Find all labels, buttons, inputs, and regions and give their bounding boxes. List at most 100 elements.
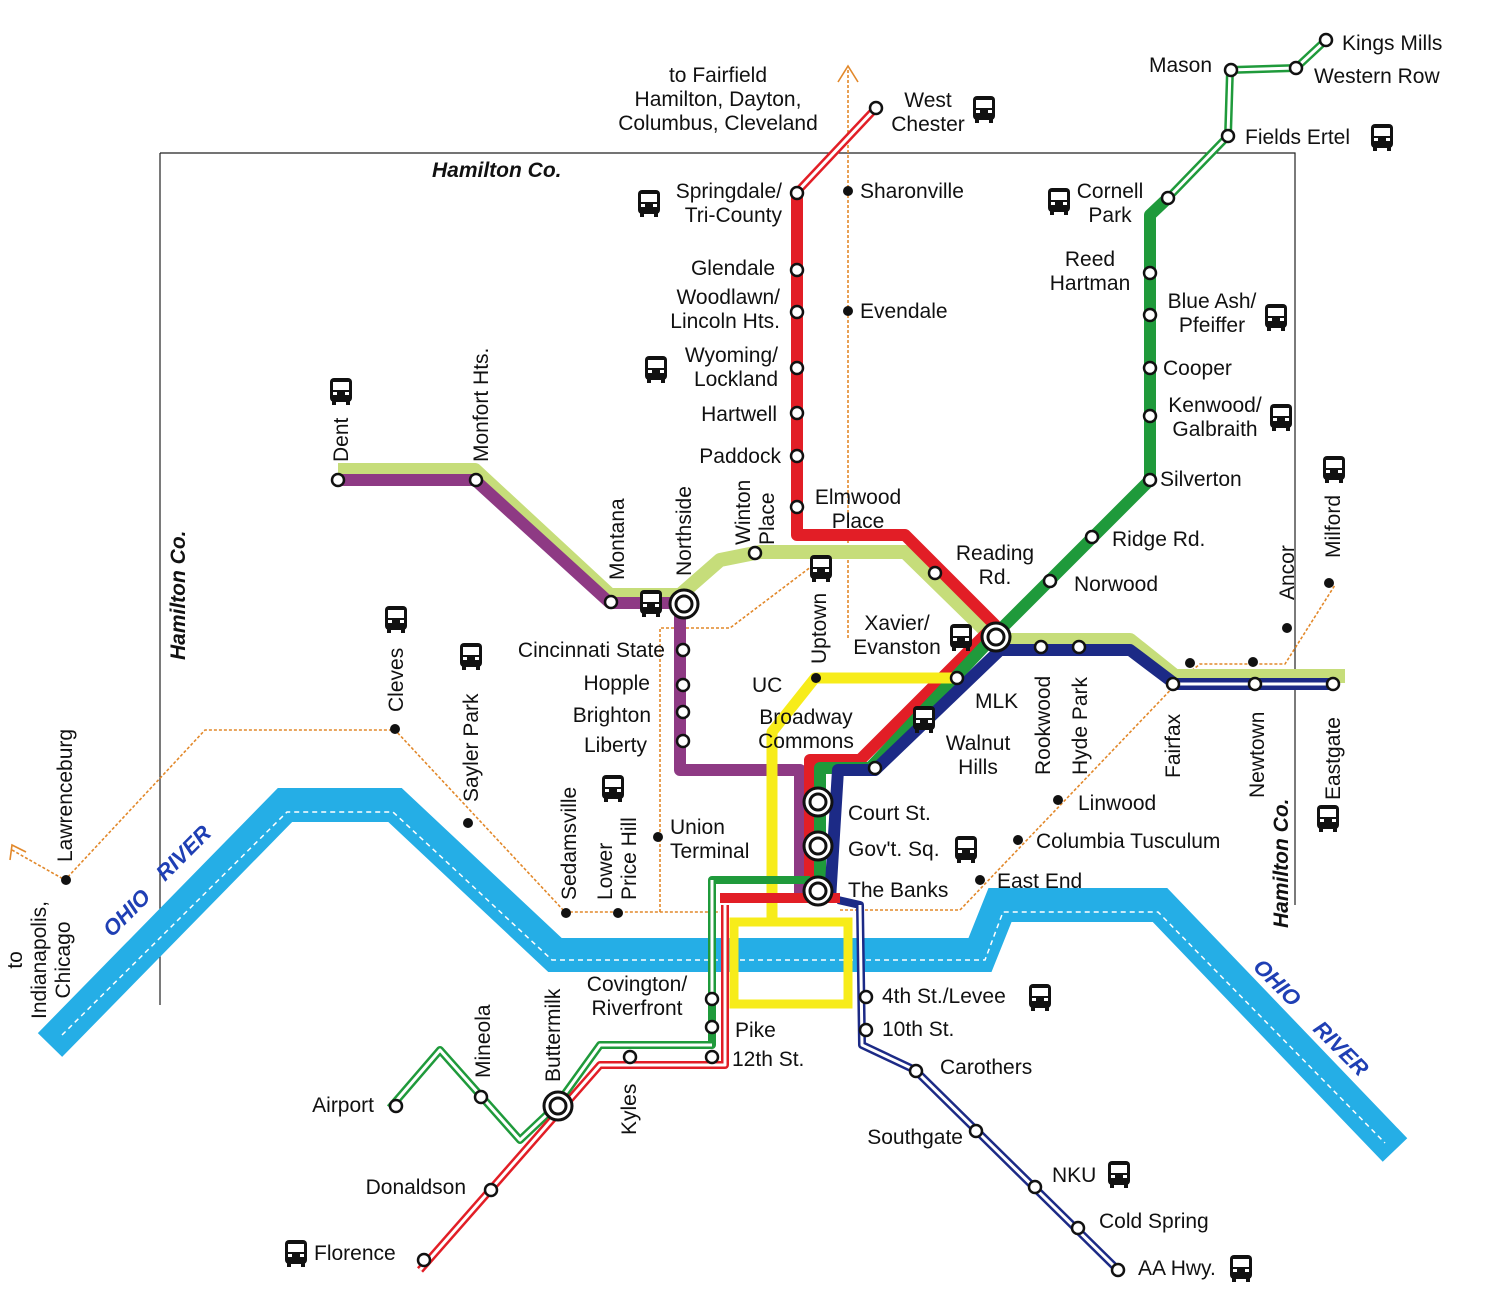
label-line: Lower (594, 843, 617, 900)
station-sharonville: Sharonville (860, 180, 964, 203)
label-line: Galbraith (1172, 418, 1257, 441)
station-southgate: Southgate (867, 1126, 963, 1149)
bus-icon (1265, 304, 1287, 331)
bus-icon (913, 706, 935, 733)
station-norwood: Norwood (1074, 573, 1158, 596)
label-line: Chicago (52, 921, 75, 998)
label-line: Riverfront (591, 997, 682, 1020)
bus-icon (810, 555, 832, 582)
station-western-row: Western Row (1314, 65, 1440, 88)
station-liberty: Liberty (584, 734, 648, 757)
station-rookwood: Rookwood (1032, 676, 1055, 775)
station-cleves: Cleves (385, 648, 408, 712)
station-winton-place: WintonPlace (732, 480, 779, 545)
station-woodlawn: Woodlawn/Lincoln Hts. (670, 286, 780, 333)
label-line: Union (670, 816, 725, 839)
station-mineola: Mineola (472, 1004, 495, 1078)
county-label: Hamilton Co. (432, 159, 562, 182)
station-milford: Milford (1322, 495, 1345, 558)
station-kyles: Kyles (618, 1084, 641, 1135)
label-line: to (4, 951, 27, 969)
bus-icon (385, 606, 407, 633)
station-florence: Florence (314, 1242, 396, 1265)
station-brighton: Brighton (573, 704, 651, 727)
station-columbia-tusculum: Columbia Tusculum (1036, 830, 1220, 853)
station-newtown: Newtown (1246, 712, 1269, 798)
station-cold-spring: Cold Spring (1099, 1210, 1209, 1233)
label-line: Reading (956, 542, 1034, 565)
label-line: Covington/ (587, 973, 688, 996)
bus-icon (955, 836, 977, 863)
station-northside: Northside (673, 486, 696, 576)
station-ridge-rd: Ridge Rd. (1112, 528, 1205, 551)
label-line: Price Hill (618, 817, 641, 900)
station-hopple: Hopple (583, 672, 650, 695)
bus-icon (1029, 984, 1051, 1011)
label-line: to Fairfield (669, 64, 767, 87)
county-label: Hamilton Co. (167, 531, 190, 661)
station-lawrenceburg: Lawrenceburg (54, 729, 77, 862)
station-pike: Pike (735, 1019, 776, 1042)
label-line: Wyoming/ (685, 344, 778, 367)
label-line: Lockland (694, 368, 778, 391)
bus-icon (1317, 805, 1339, 832)
station-airport: Airport (312, 1094, 374, 1117)
label-line: Xavier/ (864, 612, 930, 635)
station-fields-ertel: Fields Ertel (1245, 126, 1350, 149)
line-yellow (766, 672, 957, 925)
station-4th-st: 4th St./Levee (882, 985, 1006, 1008)
label-line: Hamilton, Dayton, (635, 88, 802, 111)
station-hyde-park: Hyde Park (1069, 676, 1092, 775)
station-court-st: Court St. (848, 802, 931, 825)
label-line: Lincoln Hts. (670, 310, 780, 333)
label-line: Walnut (946, 732, 1011, 755)
bus-icon (602, 775, 624, 802)
label-line: Blue Ash/ (1168, 290, 1257, 313)
station-dent: Dent (330, 417, 353, 462)
station-nku: NKU (1052, 1164, 1096, 1187)
station-hartwell: Hartwell (701, 403, 777, 426)
station-xavier: Xavier/Evanston (853, 612, 941, 659)
arrow-north (837, 64, 859, 83)
station-covington: Covington/Riverfront (587, 973, 688, 1020)
bus-icon (285, 1240, 307, 1267)
bus-icon (1048, 188, 1070, 215)
bus-icon (638, 190, 660, 217)
bus-icon (640, 590, 662, 617)
bus-icon (460, 643, 482, 670)
station-springdale: Springdale/Tri-County (676, 180, 783, 227)
label-line: Kenwood/ (1168, 394, 1262, 417)
bus-icon (330, 378, 352, 405)
label-line: Columbus, Cleveland (618, 112, 818, 135)
bus-icon (1108, 1161, 1130, 1188)
label-line: Reed (1065, 248, 1115, 271)
station-cooper: Cooper (1163, 357, 1232, 380)
station-10th-st: 10th St. (882, 1018, 954, 1041)
station-evendale: Evendale (860, 300, 948, 323)
bus-icon (1323, 456, 1345, 483)
station-sayler-park: Sayler Park (460, 693, 483, 802)
station-the-banks: The Banks (848, 879, 948, 902)
label-line: Springdale/ (676, 180, 782, 203)
label-line: Hartman (1050, 272, 1131, 295)
station-montana: Montana (606, 498, 629, 580)
ohio-river (37, 788, 1408, 1162)
label-line: Tri-County (685, 204, 783, 227)
station-fairfax: Fairfax (1162, 713, 1185, 778)
label-line: Commons (758, 730, 854, 753)
station-buttermilk: Buttermilk (542, 988, 565, 1082)
station-12th-st: 12th St. (732, 1048, 804, 1071)
station-silverton: Silverton (1160, 468, 1242, 491)
station-uc: UC (752, 674, 782, 697)
station-cincinnati-state: Cincinnati State (518, 639, 665, 662)
label-line: Evanston (853, 636, 941, 659)
